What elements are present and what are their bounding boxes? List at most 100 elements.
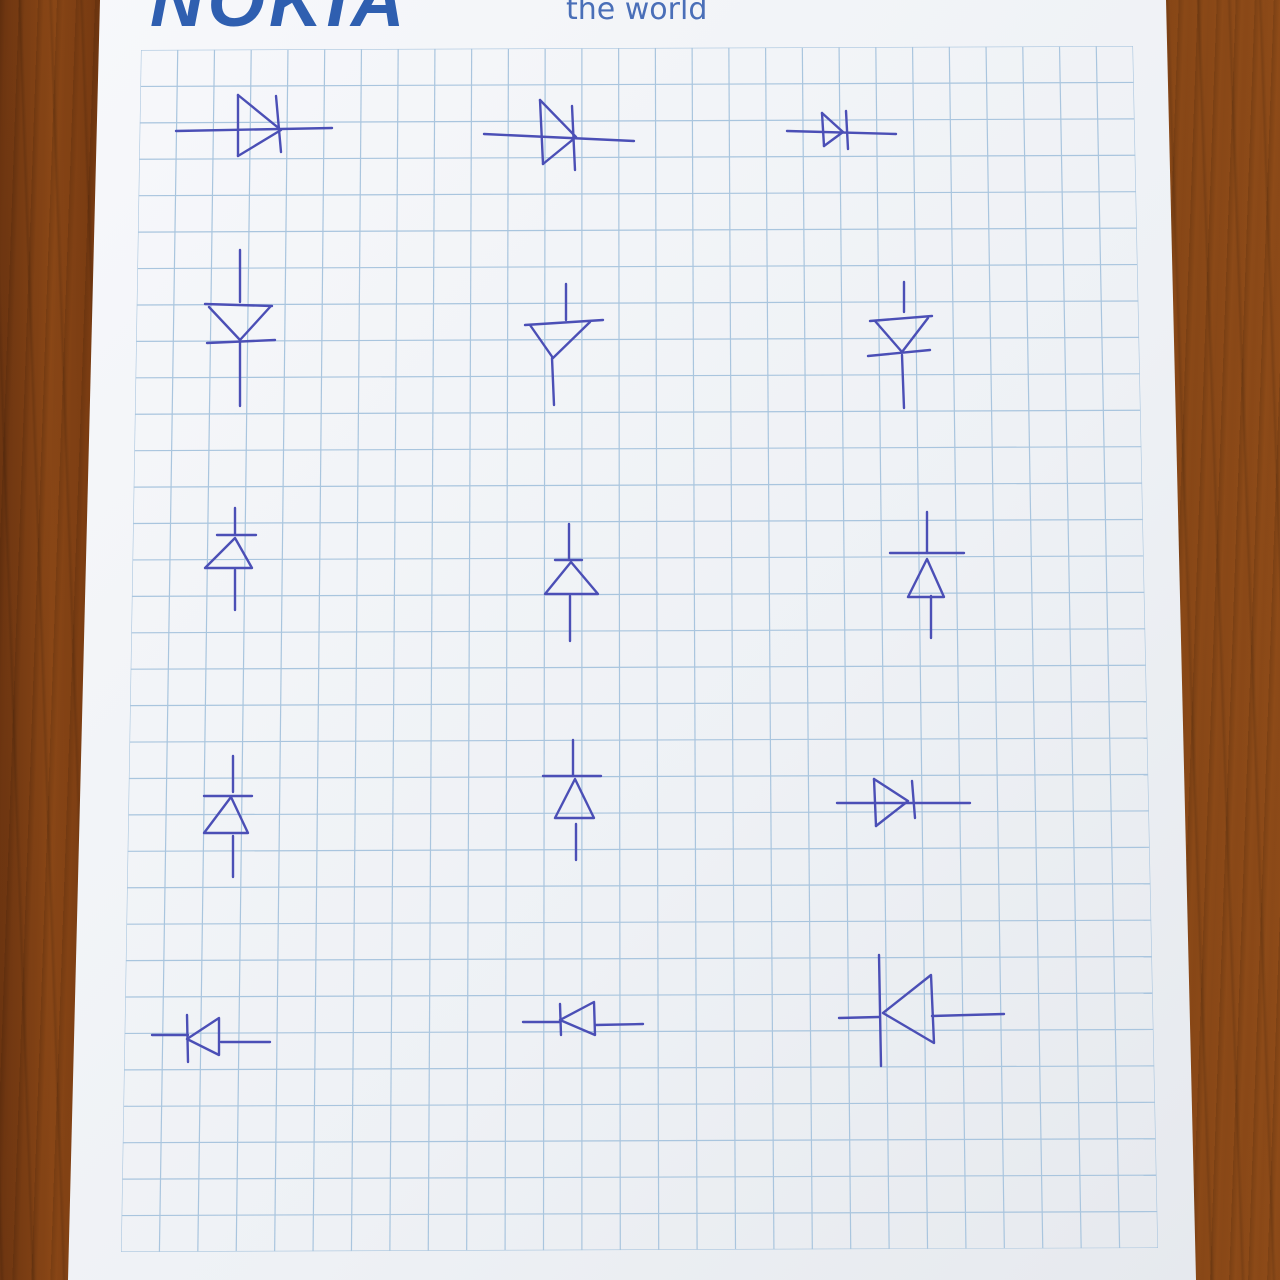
- diode-symbol-5: [523, 282, 605, 407]
- diode-symbol-15: [837, 953, 1006, 1068]
- grid-line-horizontal: [127, 846, 1150, 852]
- grid-line-horizontal: [124, 1065, 1155, 1071]
- ink-stroke: [550, 356, 556, 407]
- grid-line-vertical: [389, 48, 399, 1251]
- grid-line-horizontal: [126, 919, 1152, 925]
- grid-line-horizontal: [124, 1028, 1154, 1035]
- diode-symbol-11: [541, 738, 603, 862]
- ink-stroke: [203, 302, 274, 308]
- diode-symbol-9: [888, 510, 966, 640]
- grid-line-vertical: [158, 49, 179, 1252]
- grid-line-vertical: [350, 49, 363, 1252]
- grid-line-vertical: [911, 46, 929, 1249]
- grid-line-vertical: [312, 49, 326, 1252]
- diode-symbol-12: [835, 777, 972, 828]
- diode-symbol-14: [521, 1000, 645, 1037]
- grid-line-vertical: [427, 48, 436, 1251]
- ink-stroke: [207, 305, 272, 342]
- ink-stroke: [866, 348, 932, 358]
- ink-stroke: [202, 795, 250, 835]
- diode-symbol-2: [482, 98, 636, 172]
- ink-stroke: [872, 777, 878, 828]
- grid-line-horizontal: [127, 883, 1151, 889]
- ink-stroke: [900, 353, 906, 410]
- grid-line-horizontal: [137, 227, 1137, 233]
- ink-stroke: [274, 94, 283, 154]
- ink-stroke: [538, 98, 545, 166]
- ink-stroke: [820, 111, 826, 148]
- ink-stroke: [528, 320, 592, 360]
- grid-line-horizontal: [125, 992, 1153, 998]
- grid-line-vertical: [875, 47, 890, 1250]
- ink-stroke: [236, 93, 283, 158]
- grid-line-horizontal: [131, 591, 1145, 597]
- diode-symbol-7: [203, 506, 258, 612]
- grid-line-horizontal: [134, 409, 1141, 415]
- grid-line-vertical: [1058, 46, 1082, 1249]
- grid-line-horizontal: [131, 628, 1146, 634]
- grid-line-horizontal: [135, 373, 1140, 379]
- ink-stroke: [543, 560, 600, 596]
- grid-line-vertical: [801, 47, 813, 1250]
- ink-stroke: [558, 1000, 597, 1037]
- grid-line-vertical: [466, 48, 473, 1251]
- grid-line-horizontal: [136, 300, 1139, 306]
- grid-line-vertical: [1095, 46, 1121, 1249]
- diode-symbol-10: [202, 754, 254, 879]
- grid-line-horizontal: [136, 336, 1140, 342]
- diode-symbol-3: [785, 109, 898, 151]
- hand-drawn-diodes: [150, 93, 1006, 1068]
- letterhead-tagline: the world: [566, 0, 708, 27]
- grid-line-horizontal: [121, 1210, 1158, 1217]
- grid-line-vertical: [654, 47, 660, 1250]
- grid-line-horizontal: [130, 701, 1147, 707]
- diode-symbol-13: [150, 1013, 272, 1064]
- grid-line-horizontal: [128, 810, 1149, 816]
- grid-line-vertical: [274, 49, 289, 1252]
- grid-line-vertical: [728, 47, 737, 1250]
- grid-line-vertical: [838, 47, 852, 1250]
- ink-stroke: [593, 1022, 645, 1027]
- ink-stroke: [837, 1015, 881, 1020]
- grid-line-horizontal: [134, 446, 1142, 452]
- ink-stroke: [906, 557, 946, 599]
- grid-line-horizontal: [132, 555, 1144, 561]
- diode-symbol-1: [174, 93, 334, 158]
- diode-symbol-8: [543, 522, 600, 643]
- ink-stroke: [553, 777, 596, 820]
- grid-line-vertical: [691, 47, 698, 1250]
- diode-symbol-6: [866, 280, 934, 410]
- ink-stroke: [482, 132, 636, 143]
- grid-line-horizontal: [123, 1101, 1155, 1107]
- grid-line-horizontal: [129, 737, 1148, 743]
- grid-line-vertical: [504, 48, 510, 1251]
- grid-line-vertical: [235, 49, 252, 1252]
- ink-stroke: [538, 98, 578, 166]
- ink-stroke: [868, 314, 934, 323]
- grid-line-vertical: [197, 49, 216, 1252]
- ink-stroke: [877, 953, 883, 1068]
- ink-stroke: [205, 338, 277, 345]
- diode-symbol-4: [203, 248, 277, 408]
- ink-stroke: [881, 973, 936, 1045]
- nokia-logo: NOKIA: [150, 0, 409, 42]
- grid-line-horizontal: [130, 664, 1146, 670]
- ink-stroke: [910, 779, 917, 820]
- grid-line-horizontal: [137, 263, 1138, 270]
- grid-line-vertical: [1022, 46, 1044, 1249]
- grid-line-horizontal: [138, 191, 1137, 197]
- grid-line-horizontal: [133, 482, 1143, 488]
- ink-stroke: [930, 1012, 1006, 1018]
- graph-grid: [121, 46, 1158, 1252]
- grid-line-horizontal: [128, 773, 1149, 780]
- grid-line-horizontal: [139, 118, 1135, 124]
- grid-line-horizontal: [139, 154, 1136, 160]
- grid-line-horizontal: [133, 518, 1143, 525]
- ink-stroke: [844, 109, 850, 151]
- grid-line-vertical: [948, 46, 967, 1249]
- grid-line-horizontal: [122, 1138, 1156, 1144]
- ink-stroke: [873, 316, 930, 354]
- ink-stroke: [820, 111, 845, 148]
- ink-stroke: [185, 1016, 221, 1057]
